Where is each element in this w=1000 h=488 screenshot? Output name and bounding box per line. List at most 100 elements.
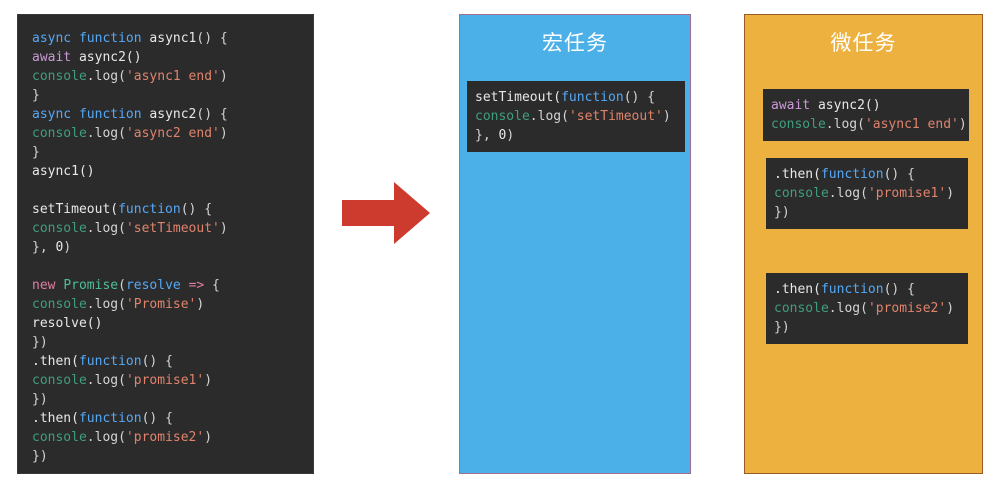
code-token: .log( xyxy=(828,301,868,316)
code-line: }) xyxy=(32,390,313,409)
code-token: resolve() xyxy=(32,316,103,331)
code-token: .then( xyxy=(32,411,79,426)
code-token: .log( xyxy=(828,186,868,201)
code-line: console.log('setTimeout') xyxy=(475,107,685,126)
code-token: }, xyxy=(475,128,499,143)
code-token: console xyxy=(32,126,87,141)
code-token: 'setTimeout' xyxy=(125,221,220,236)
right-arrow-icon xyxy=(342,180,430,246)
code-line: }, 0) xyxy=(475,126,685,145)
code-token: setTimeout( xyxy=(32,202,119,217)
code-token: 'promise2' xyxy=(125,430,205,445)
code-token: new xyxy=(32,278,64,293)
code-line: console.log('promise2') xyxy=(32,428,313,447)
code-token: ) xyxy=(196,297,205,312)
code-token: console xyxy=(774,186,829,201)
code-line: async function async2() { xyxy=(32,105,313,124)
code-token: console xyxy=(32,221,87,236)
code-line: console.log('promise1') xyxy=(32,371,313,390)
macro-task-panel: 宏任务 setTimeout(function() {console.log('… xyxy=(459,14,691,474)
code-line: .then(function() { xyxy=(32,409,313,428)
code-token: .log( xyxy=(86,373,126,388)
code-token: function xyxy=(78,107,150,122)
code-token: async xyxy=(32,31,79,46)
code-token: () { xyxy=(196,107,228,122)
code-token: async2() xyxy=(78,50,142,65)
code-line xyxy=(32,257,313,276)
micro-task-code-block-then-1: .then(function() {console.log('promise1'… xyxy=(766,158,968,229)
code-line: console.log('promise2') xyxy=(774,299,968,318)
code-line: console.log('setTimeout') xyxy=(32,219,313,238)
code-token: .then( xyxy=(32,354,79,369)
code-token: 0 xyxy=(55,240,64,255)
micro-task-panel: 微任务 await async2()console.log('async1 en… xyxy=(744,14,983,474)
code-token: 'promise2' xyxy=(867,301,947,316)
macro-task-code-block: setTimeout(function() {console.log('setT… xyxy=(467,81,685,152)
code-line: } xyxy=(32,86,313,105)
code-token: ) xyxy=(204,430,213,445)
code-token: .log( xyxy=(529,109,569,124)
code-token: }) xyxy=(32,335,48,350)
code-line: }) xyxy=(774,203,968,222)
code-token: async2 xyxy=(149,107,197,122)
code-token: ) xyxy=(219,69,228,84)
code-token: } xyxy=(32,88,40,103)
code-token: () { xyxy=(883,282,915,297)
code-line: async1() xyxy=(32,162,313,181)
code-line: }) xyxy=(32,333,313,352)
code-token: ) xyxy=(662,109,671,124)
code-line: console.log('async2 end') xyxy=(32,124,313,143)
code-line: .then(function() { xyxy=(774,165,968,184)
code-token: 'setTimeout' xyxy=(568,109,663,124)
code-token: function xyxy=(78,31,150,46)
code-token: console xyxy=(32,373,87,388)
code-token: 'promise1' xyxy=(867,186,947,201)
code-token: function xyxy=(820,282,884,297)
code-token: .log( xyxy=(86,430,126,445)
code-token: }) xyxy=(774,320,790,335)
code-token: () { xyxy=(180,202,213,217)
code-line: console.log('promise1') xyxy=(774,184,968,203)
code-token: () { xyxy=(141,411,173,426)
code-line: console.log('async1 end') xyxy=(32,67,313,86)
code-line xyxy=(32,181,313,200)
code-token: ) xyxy=(63,240,72,255)
code-token: function xyxy=(78,411,142,426)
code-line: .then(function() { xyxy=(32,352,313,371)
code-line: } xyxy=(32,143,313,162)
code-line: async function async1() { xyxy=(32,29,313,48)
code-token: 'async1 end' xyxy=(125,69,220,84)
code-token: console xyxy=(32,69,87,84)
code-token: 'Promise' xyxy=(125,297,197,312)
code-token: }, xyxy=(32,240,56,255)
code-token: { xyxy=(212,278,220,293)
code-token: resolve xyxy=(125,278,189,293)
code-token: console xyxy=(774,301,829,316)
code-token: ) xyxy=(219,126,228,141)
code-token: .then( xyxy=(774,167,821,182)
code-token: }) xyxy=(32,392,48,407)
code-token: console xyxy=(32,430,87,445)
code-token: await xyxy=(771,98,818,113)
code-line: }) xyxy=(32,447,313,466)
code-token: ) xyxy=(506,128,515,143)
code-token: ) xyxy=(946,301,955,316)
code-line: await async2() xyxy=(32,48,313,67)
code-token: async2() xyxy=(817,98,881,113)
code-line: setTimeout(function() { xyxy=(32,200,313,219)
code-token: .log( xyxy=(86,297,126,312)
code-token: 'async1 end' xyxy=(864,117,959,132)
code-token: }) xyxy=(32,449,48,464)
code-line: }, 0) xyxy=(32,238,313,257)
code-token: ) xyxy=(946,186,955,201)
code-token: async1 xyxy=(149,31,197,46)
code-line: new Promise(resolve => { xyxy=(32,276,313,295)
micro-task-title: 微任务 xyxy=(830,31,897,55)
code-token: .log( xyxy=(86,221,126,236)
code-token: }) xyxy=(774,205,790,220)
code-line: .then(function() { xyxy=(774,280,968,299)
code-line: await async2() xyxy=(771,96,969,115)
code-token: function xyxy=(820,167,884,182)
code-token: async1() xyxy=(32,164,95,179)
code-token: function xyxy=(78,354,142,369)
